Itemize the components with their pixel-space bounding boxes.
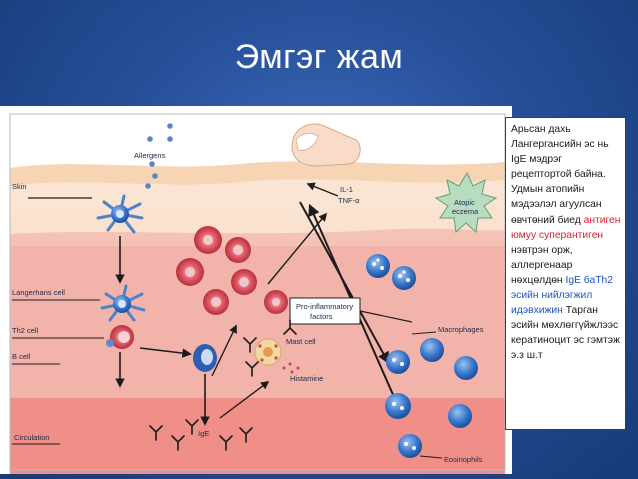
desc-part5: Тарган эсийн мөхлөггүйжлээс кератиноцит … — [511, 305, 620, 362]
label-pro-inflammatory-line2: factors — [310, 312, 333, 321]
label-langerhans-cell: Langerhans cell — [12, 288, 65, 297]
label-allergens: Allergens — [134, 151, 166, 160]
right-immune-cells — [366, 254, 478, 458]
pathogenesis-figure: Allergens Atopic eczema Skin — [0, 106, 512, 474]
langerhans-cell-middle — [100, 284, 146, 322]
atopic-eczema-icon — [434, 171, 498, 233]
desc-part3: нэвтрэн орж, аллергенаар нөхцөлдөн — [511, 244, 573, 286]
th2-cell — [106, 325, 134, 349]
b-cell — [193, 344, 217, 372]
label-b-cell: B cell — [12, 352, 31, 361]
desc-ige-th2-highlight: IgE баTh2 эсийн нийлэгжил идэвхижин — [511, 274, 613, 317]
ige-antibodies — [149, 319, 297, 451]
pro-inflammatory-box — [289, 297, 361, 325]
mast-cell — [254, 338, 282, 366]
histamine-dots — [282, 362, 300, 374]
keratinocyte-cells — [176, 226, 288, 315]
label-th2-cell: Th2 cell — [12, 326, 39, 335]
langerhans-cell-top — [96, 194, 144, 234]
label-eosinophils: Eosinophils — [444, 455, 483, 464]
label-tnfa: TNF-α — [338, 196, 360, 205]
desc-antigen-highlight: антиген юмуу суперантиген — [511, 214, 621, 241]
slide-title: Эмгэг жам — [234, 38, 404, 76]
allergen-particles — [145, 123, 173, 189]
label-pro-inflammatory-line1: Pro-inflammatory — [296, 302, 353, 311]
desc-part1: Арьсан дахь Лангергансийн эс нь IgE мэдр… — [511, 124, 609, 226]
label-histamine: Histamine — [290, 374, 323, 383]
circulation-layer — [10, 398, 505, 474]
finger-icon — [291, 123, 361, 167]
label-il1: IL-1 — [340, 185, 353, 194]
label-circulation: Circulation — [14, 433, 49, 442]
pathogenesis-diagram: Allergens Atopic eczema Skin — [0, 106, 512, 474]
label-ige: IgE — [198, 429, 209, 438]
label-macrophages: Macrophages — [438, 325, 484, 334]
description-textbox: Арьсан дахь Лангергансийн эс нь IgE мэдр… — [505, 117, 626, 430]
label-atopic-line1: Atopic — [454, 198, 475, 207]
label-skin: Skin — [12, 182, 27, 191]
label-mast-cell: Mast cell — [286, 337, 316, 346]
label-atopic-line2: eczema — [452, 207, 479, 216]
stratum-corneum — [10, 161, 505, 186]
